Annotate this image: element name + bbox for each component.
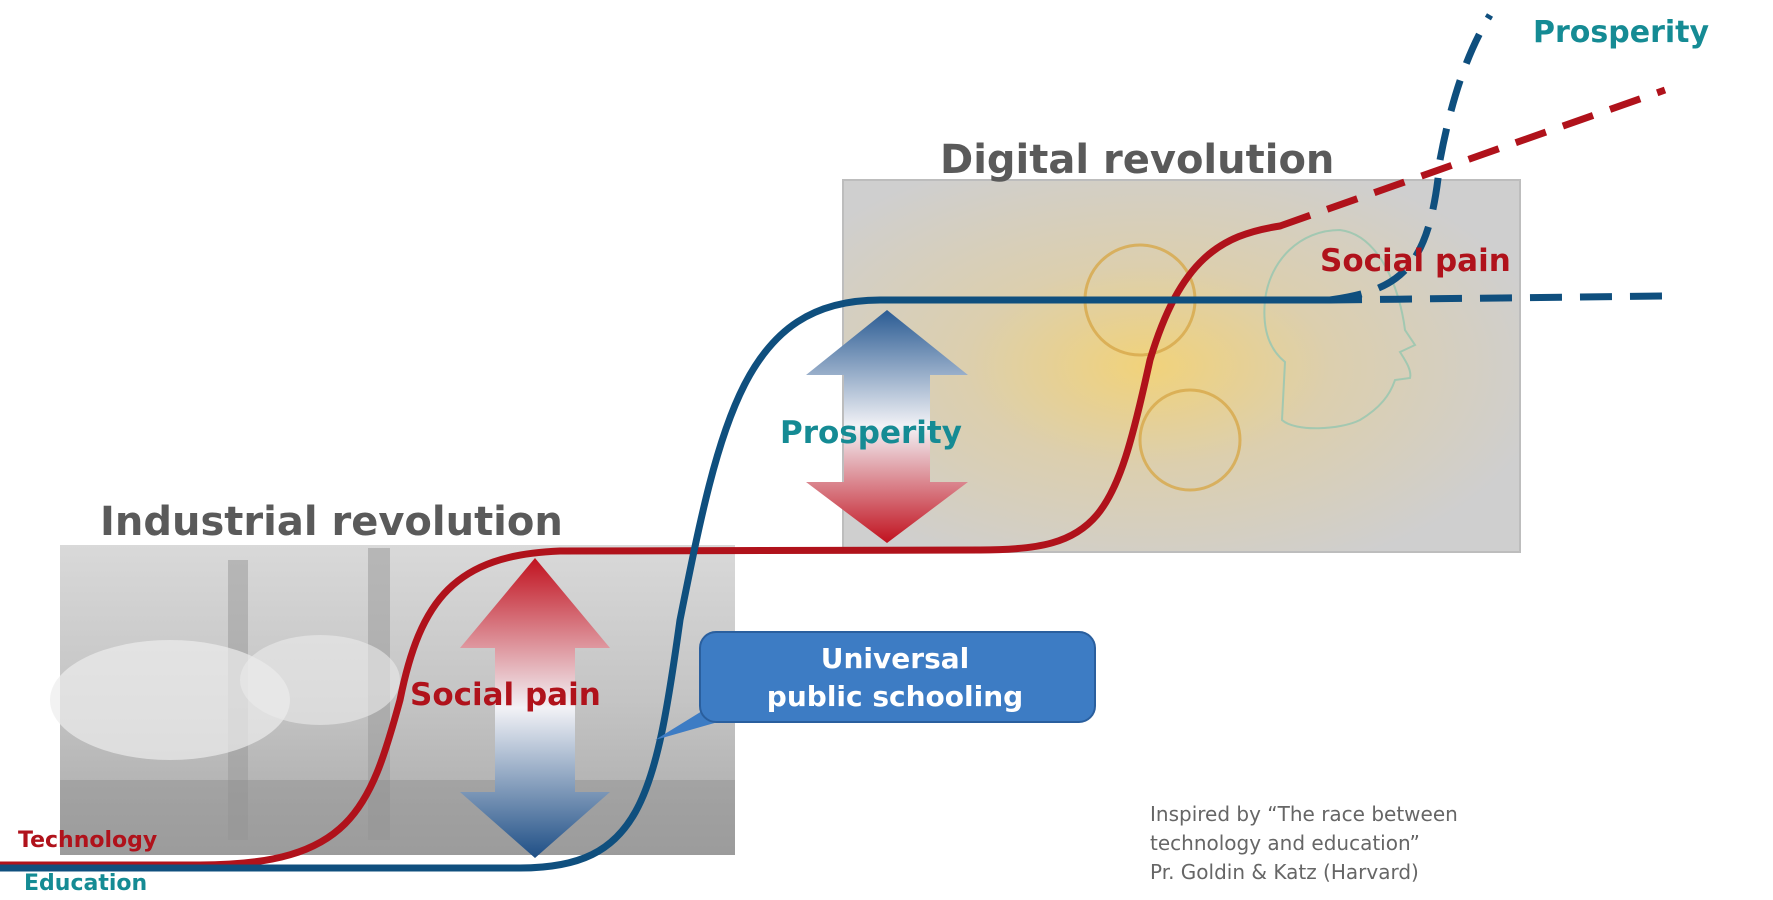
credit-line-3: Pr. Goldin & Katz (Harvard): [1150, 860, 1419, 884]
social-pain-gap-arrow: [460, 558, 610, 858]
technology-curve-label: Technology: [18, 828, 158, 853]
factory-ground: [60, 780, 735, 855]
industrial-social-pain-label: Social pain: [410, 677, 601, 713]
digital-social-pain-label: Social pain: [1320, 243, 1511, 279]
credit-line-1: Inspired by “The race between: [1150, 802, 1458, 826]
smoke-cloud: [50, 640, 290, 760]
universal-schooling-callout: [699, 631, 1096, 723]
industrial-photo-panel: [50, 545, 735, 855]
credit-line-2: technology and education”: [1150, 831, 1420, 855]
callout-text: Universal public schooling: [700, 640, 1090, 716]
callout-line-2: public schooling: [766, 680, 1024, 713]
circuit-sphere-icon: [1138, 388, 1242, 492]
head-silhouette-icon: [1263, 228, 1417, 430]
prosperity-gap-arrow: [806, 310, 968, 543]
prosperity-curve-future: [1329, 13, 1494, 304]
digital-era-title: Digital revolution: [940, 137, 1335, 183]
education-curve: [0, 296, 1334, 872]
callout-line-1: Universal: [820, 642, 970, 675]
education-curve-future: [1329, 292, 1666, 304]
technology-curve-future: [1278, 86, 1667, 230]
technology-curve: [0, 222, 1284, 869]
future-prosperity-label: Prosperity: [1533, 15, 1710, 50]
education-curve-label: Education: [24, 871, 148, 896]
credit-note: Inspired by “The race between technology…: [1150, 800, 1458, 887]
digital-prosperity-label: Prosperity: [780, 415, 962, 451]
industrial-era-title: Industrial revolution: [100, 499, 563, 545]
smoke-cloud: [240, 635, 400, 725]
